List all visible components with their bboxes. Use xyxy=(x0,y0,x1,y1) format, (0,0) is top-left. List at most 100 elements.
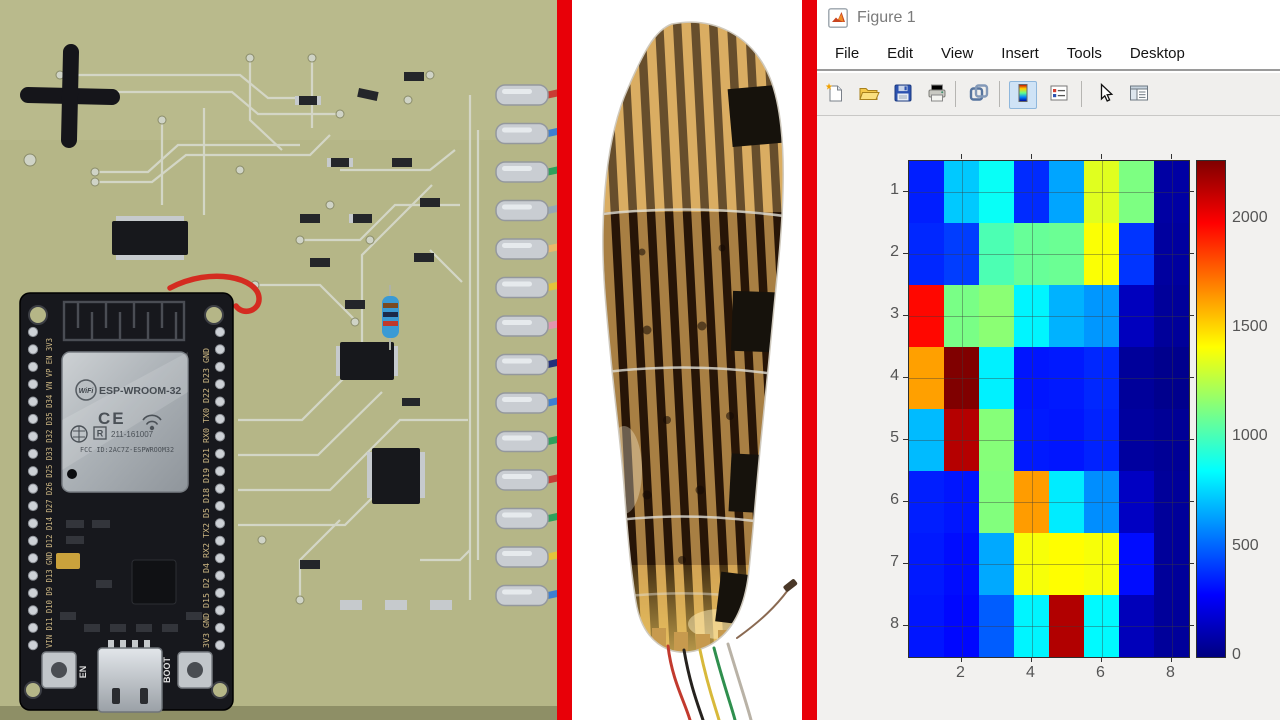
heatmap-cell xyxy=(979,347,1014,409)
grid-line xyxy=(961,161,963,657)
heatmap-cell xyxy=(909,471,944,533)
axis-tick xyxy=(903,253,908,254)
heatmap-cell xyxy=(1049,533,1084,595)
grid-line xyxy=(1171,161,1173,657)
heatmap-cell xyxy=(1084,595,1119,657)
toolbar-button-edit-plot-cursor[interactable] xyxy=(1091,81,1119,109)
grid-line xyxy=(909,192,1189,193)
y-tick-label: 3 xyxy=(890,305,899,322)
colorbar xyxy=(1196,160,1226,658)
insole-sensor-photo xyxy=(572,0,802,720)
axis-tick xyxy=(1189,563,1194,564)
colorbar-tick-label: 1500 xyxy=(1232,318,1268,336)
heatmap-cell xyxy=(1084,533,1119,595)
menu-item-insert[interactable]: Insert xyxy=(1001,45,1039,62)
heatmap-cell xyxy=(1154,533,1189,595)
heatmap-cell xyxy=(1084,223,1119,285)
sensor-dots xyxy=(638,244,734,564)
menu-item-tools[interactable]: Tools xyxy=(1066,45,1102,62)
heatmap-cell xyxy=(1014,223,1049,285)
heatmap-cell xyxy=(1154,223,1189,285)
axis-tick xyxy=(903,501,908,502)
heatmap-cell xyxy=(1014,285,1049,347)
new-figure-icon xyxy=(824,82,846,109)
x-tick-label: 2 xyxy=(956,664,965,681)
heatmap-cell xyxy=(909,409,944,471)
boot-button-label: BOOT xyxy=(162,656,172,683)
pcb-traces xyxy=(60,58,480,600)
axis-tick xyxy=(903,377,908,378)
tantalum-cap xyxy=(56,553,80,569)
ce-mark-text: CE xyxy=(98,409,126,428)
heatmap-cell xyxy=(979,595,1014,657)
heatmap-cell xyxy=(1049,471,1084,533)
red-divider-right xyxy=(802,0,817,720)
wifi-badge-icon xyxy=(75,379,97,401)
heatmap-cell xyxy=(1084,161,1119,223)
axis-tick xyxy=(1189,439,1194,440)
grid-line xyxy=(909,254,1189,255)
axis-tick xyxy=(903,191,908,192)
grid-line xyxy=(909,316,1189,317)
heatmap-cell xyxy=(1154,285,1189,347)
axis-tick xyxy=(1170,657,1172,662)
heatmap-cell xyxy=(979,223,1014,285)
heatmap-cell xyxy=(1119,409,1154,471)
wifi-arcs-icon xyxy=(142,414,162,431)
grid-line xyxy=(909,378,1189,379)
toolbar-button-insert-legend[interactable] xyxy=(1045,81,1073,109)
heatmap-cell xyxy=(1049,409,1084,471)
resistor-blue xyxy=(382,285,399,350)
reg-number-text: 211-161007 xyxy=(111,430,154,439)
heatmap-cell xyxy=(1049,223,1084,285)
heatmap-cell xyxy=(1154,595,1189,657)
module-passives xyxy=(60,520,202,632)
heatmap-cell xyxy=(1014,595,1049,657)
colorbar-tick-label: 2000 xyxy=(1232,208,1268,226)
heatmap-axes xyxy=(908,160,1190,658)
axis-tick xyxy=(1189,191,1194,192)
heatmap-cell xyxy=(944,347,979,409)
heatmap-cell xyxy=(1084,285,1119,347)
axis-tick xyxy=(960,154,962,159)
heatmap-cell xyxy=(909,285,944,347)
heatmap-cell xyxy=(1154,471,1189,533)
axis-tick xyxy=(1189,501,1194,502)
red-jumper-wire xyxy=(167,273,262,315)
boot-button: BOOT xyxy=(162,651,213,689)
colorbar-tick-label: 0 xyxy=(1232,646,1241,663)
menu-item-edit[interactable]: Edit xyxy=(887,45,914,62)
axis-tick xyxy=(903,439,908,440)
axis-tick xyxy=(1189,253,1194,254)
toolbar-button-save-figure[interactable] xyxy=(889,81,917,109)
r-mark-text: R xyxy=(97,429,104,439)
menu-item-file[interactable]: File xyxy=(835,45,860,62)
axis-tick xyxy=(1100,154,1102,159)
grid-line xyxy=(909,502,1189,503)
axis-tick xyxy=(1189,377,1194,378)
link-plot-icon xyxy=(968,82,990,109)
menu-item-view[interactable]: View xyxy=(941,45,974,62)
toolbar-button-link-plot[interactable] xyxy=(965,81,993,109)
pcb-photo-panel: VIN D11 D10 D9 D13 GND D12 D14 D27 D26 D… xyxy=(0,0,561,720)
shield-dot xyxy=(67,469,77,479)
toolbar-button-open-file[interactable] xyxy=(855,81,883,109)
toolbar-button-print-figure[interactable] xyxy=(923,81,951,109)
toolbar-button-insert-colorbar[interactable] xyxy=(1009,81,1037,109)
grid-line xyxy=(1031,161,1033,657)
toolbar-button-property-inspector[interactable] xyxy=(1125,81,1153,109)
heatmap-cell xyxy=(1154,161,1189,223)
ic-chips xyxy=(112,216,425,504)
toolbar-button-new-figure[interactable] xyxy=(821,81,849,109)
grid-line xyxy=(909,440,1189,441)
axis-tick xyxy=(1189,315,1194,316)
insert-colorbar-icon xyxy=(1012,82,1034,109)
heatmap-cell xyxy=(1084,409,1119,471)
heatmap-cell xyxy=(1049,347,1084,409)
axis-tick xyxy=(903,563,908,564)
esp-left-pin-labels: VIN D11 D10 D9 D13 GND D12 D14 D27 D26 D… xyxy=(45,338,54,648)
menu-item-desktop[interactable]: Desktop xyxy=(1129,45,1185,62)
window-title-bar[interactable]: Figure 1 xyxy=(817,0,1280,38)
axis-tick xyxy=(1189,625,1194,626)
heatmap-cell xyxy=(1049,285,1084,347)
